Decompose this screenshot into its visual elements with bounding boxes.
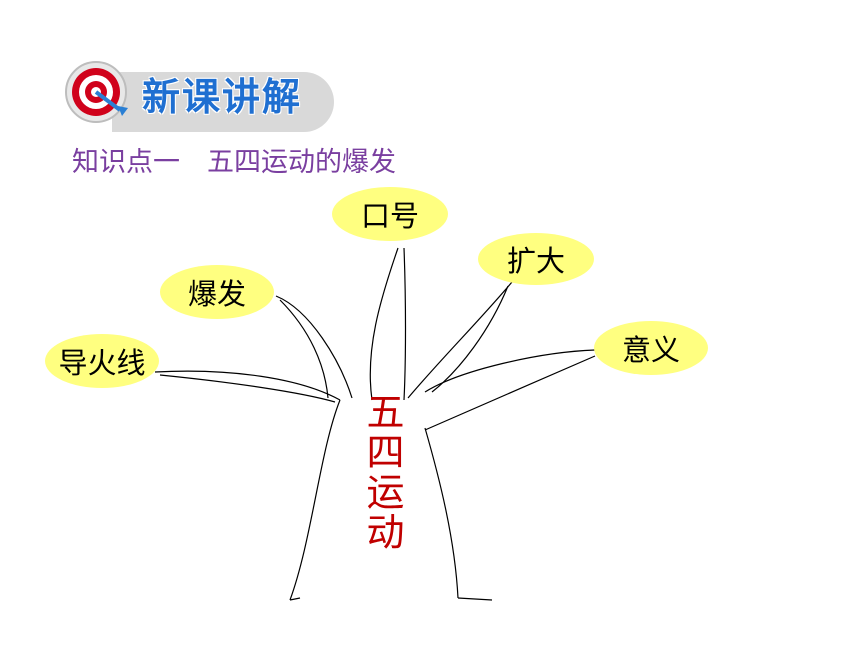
- branch-left-upper: [154, 370, 341, 401]
- section-subtitle: 知识点一 五四运动的爆发: [72, 147, 396, 178]
- branch-kuoda-outer: [407, 281, 513, 399]
- branch-yiyi-inner: [424, 355, 596, 431]
- bubble-kouhao-label: 口号: [360, 199, 419, 233]
- trunk-label: 五四运动: [360, 392, 404, 552]
- branch-kouhao-outer: [369, 247, 399, 401]
- branch-baofa-outer: [275, 295, 353, 399]
- tree-ground-right: [457, 597, 493, 601]
- bubble-yiyi: 意义: [594, 321, 708, 375]
- tree-trunk-left: [289, 399, 341, 601]
- bubble-baofa-label: 爆发: [187, 277, 246, 311]
- branch-kuoda-inner: [431, 285, 509, 393]
- bubble-kuoda-label: 扩大: [506, 244, 565, 278]
- branch-baofa-inner: [279, 299, 329, 399]
- bubble-baofa: 爆发: [160, 265, 274, 319]
- branch-kouhao-inner: [403, 247, 407, 401]
- bubble-daohuoxian: 导火线: [45, 334, 159, 388]
- branch-yiyi-outer: [424, 349, 596, 393]
- branch-left-lower: [159, 374, 336, 403]
- bubble-yiyi-label: 意义: [621, 333, 680, 367]
- tree-trunk-right: [424, 427, 459, 599]
- tree-ground: [289, 597, 301, 601]
- page-title: 新课讲解: [142, 75, 303, 119]
- target-icon: [65, 61, 128, 123]
- bubble-daohuoxian-label: 导火线: [58, 346, 146, 380]
- bubble-kuoda: 扩大: [478, 233, 594, 285]
- bubble-kouhao: 口号: [332, 187, 448, 241]
- header-bar: [112, 72, 334, 132]
